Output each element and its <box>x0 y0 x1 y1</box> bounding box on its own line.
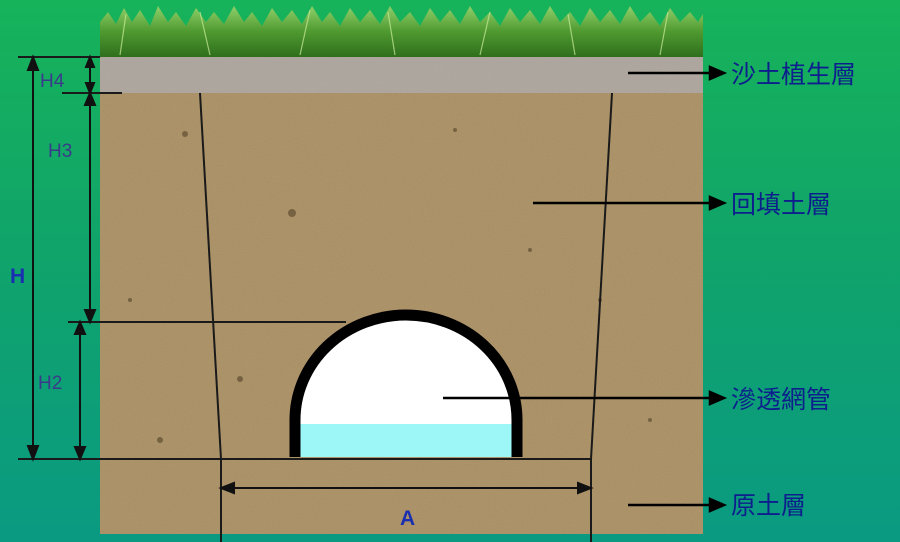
pipe-water <box>300 424 512 457</box>
dim-label-width: A <box>400 508 415 529</box>
label-native-layer: 原土層 <box>731 493 806 518</box>
dim-label-h4: H4 <box>40 72 64 91</box>
label-vegetation-layer: 沙土植生層 <box>731 62 856 87</box>
dim-label-h2: H2 <box>38 374 62 393</box>
vegetation-gravel-layer <box>100 57 703 93</box>
label-backfill-layer: 回填土層 <box>731 192 831 217</box>
label-pipe: 滲透網管 <box>731 387 831 412</box>
dim-label-total-height: H <box>10 266 25 287</box>
grass-top <box>100 6 703 57</box>
dim-label-h3: H3 <box>48 142 72 161</box>
